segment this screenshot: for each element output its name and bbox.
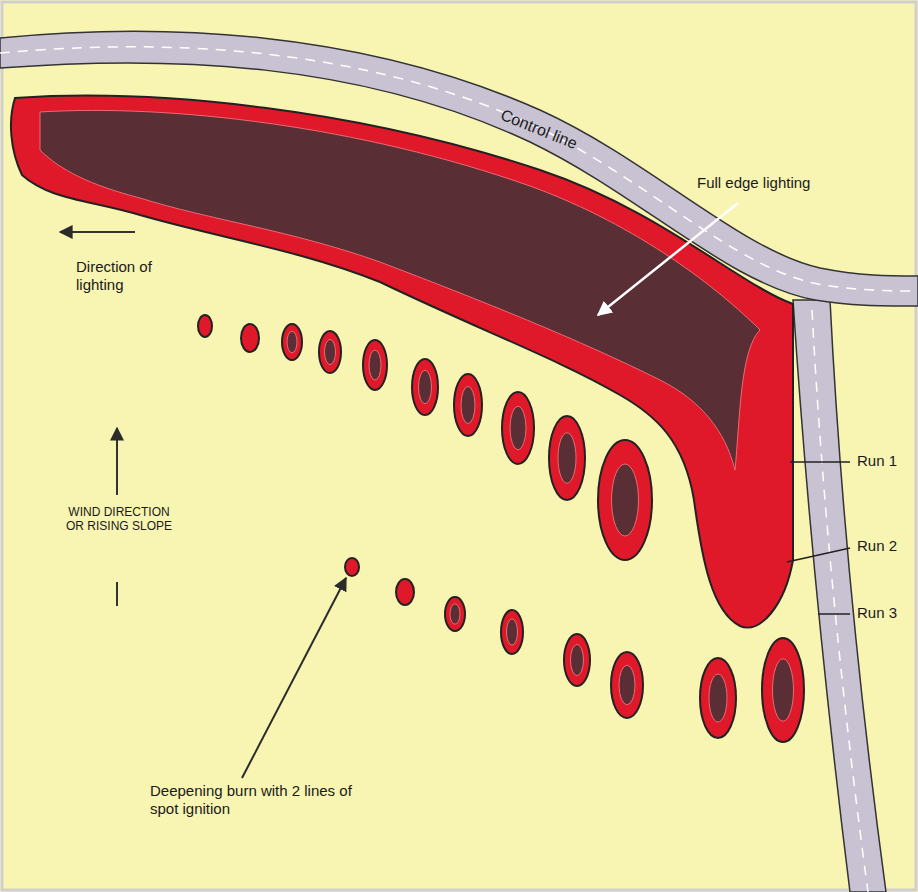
- spot-core: [369, 350, 381, 380]
- spot-core: [571, 644, 584, 675]
- spot-fire: [762, 638, 804, 742]
- spot-fire: [501, 610, 523, 654]
- callout-label: Full edge lighting: [697, 174, 810, 192]
- spot-ignition: [598, 440, 652, 560]
- spot-core: [450, 604, 460, 624]
- wind-arrow-tail: [116, 582, 118, 606]
- spot-core: [461, 386, 475, 423]
- spot-fire: [564, 634, 590, 686]
- lighting-arrow: [60, 231, 135, 233]
- spot-ignition: [454, 374, 482, 436]
- spot-core: [619, 665, 635, 705]
- spot-core: [325, 339, 336, 364]
- spot-fire: [445, 597, 465, 631]
- road-centre-dash: [812, 310, 868, 892]
- spot-fire: [412, 359, 438, 415]
- spot-core: [287, 331, 297, 353]
- spot-core: [558, 433, 576, 483]
- direction-label: Direction of lighting: [76, 258, 166, 294]
- spot-fire: [319, 331, 341, 373]
- run-label: Run 3: [857, 604, 897, 622]
- spot-fire: [454, 374, 482, 436]
- spot-ignition: [700, 658, 736, 738]
- leader-arrow: [242, 578, 346, 778]
- spot-core: [709, 674, 727, 722]
- spot-ignition: [564, 634, 590, 686]
- spot-ignition: [412, 359, 438, 415]
- spot-ignition: [241, 324, 259, 352]
- spot-ignition: [282, 324, 302, 360]
- spot-ignition: [611, 652, 643, 718]
- spot-fire: [363, 340, 387, 390]
- spot-ignition: [396, 579, 414, 605]
- run-label: Run 2: [857, 537, 897, 555]
- spot-core: [612, 464, 639, 536]
- callout-label: Deepening burn with 2 lines of spot igni…: [150, 782, 355, 818]
- side-control-line: [793, 300, 886, 892]
- run-label: Run 1: [857, 452, 897, 470]
- wind-label: WIND DIRECTION OR RISING SLOPE: [60, 505, 178, 534]
- spot-fire: [611, 652, 643, 718]
- spot-core: [773, 659, 794, 721]
- spot-fire: [198, 315, 212, 337]
- spot-ignition: [345, 558, 359, 576]
- spot-ignition: [762, 638, 804, 742]
- spot-fire: [598, 440, 652, 560]
- spot-ignition: [198, 315, 212, 337]
- spot-ignition: [549, 416, 585, 500]
- spot-core: [510, 406, 526, 449]
- spot-fire: [282, 324, 302, 360]
- spot-fire: [700, 658, 736, 738]
- spot-ignition: [363, 340, 387, 390]
- leader-line: [598, 203, 738, 315]
- spot-ignition: [319, 331, 341, 373]
- spot-fire: [549, 416, 585, 500]
- spot-fire: [396, 579, 414, 605]
- spot-core: [507, 619, 518, 645]
- spot-ignition: [445, 597, 465, 631]
- wind-arrow: [116, 428, 118, 495]
- spot-fire: [241, 324, 259, 352]
- spot-fire: [345, 558, 359, 576]
- spot-ignition: [502, 392, 534, 464]
- spot-core: [419, 370, 432, 404]
- burned-core: [40, 110, 760, 470]
- leader-line: [790, 461, 850, 463]
- edge-burn-area: [11, 96, 793, 628]
- leader-line: [787, 548, 850, 562]
- spot-ignition: [501, 610, 523, 654]
- leader-line: [818, 613, 850, 615]
- spot-fire: [502, 392, 534, 464]
